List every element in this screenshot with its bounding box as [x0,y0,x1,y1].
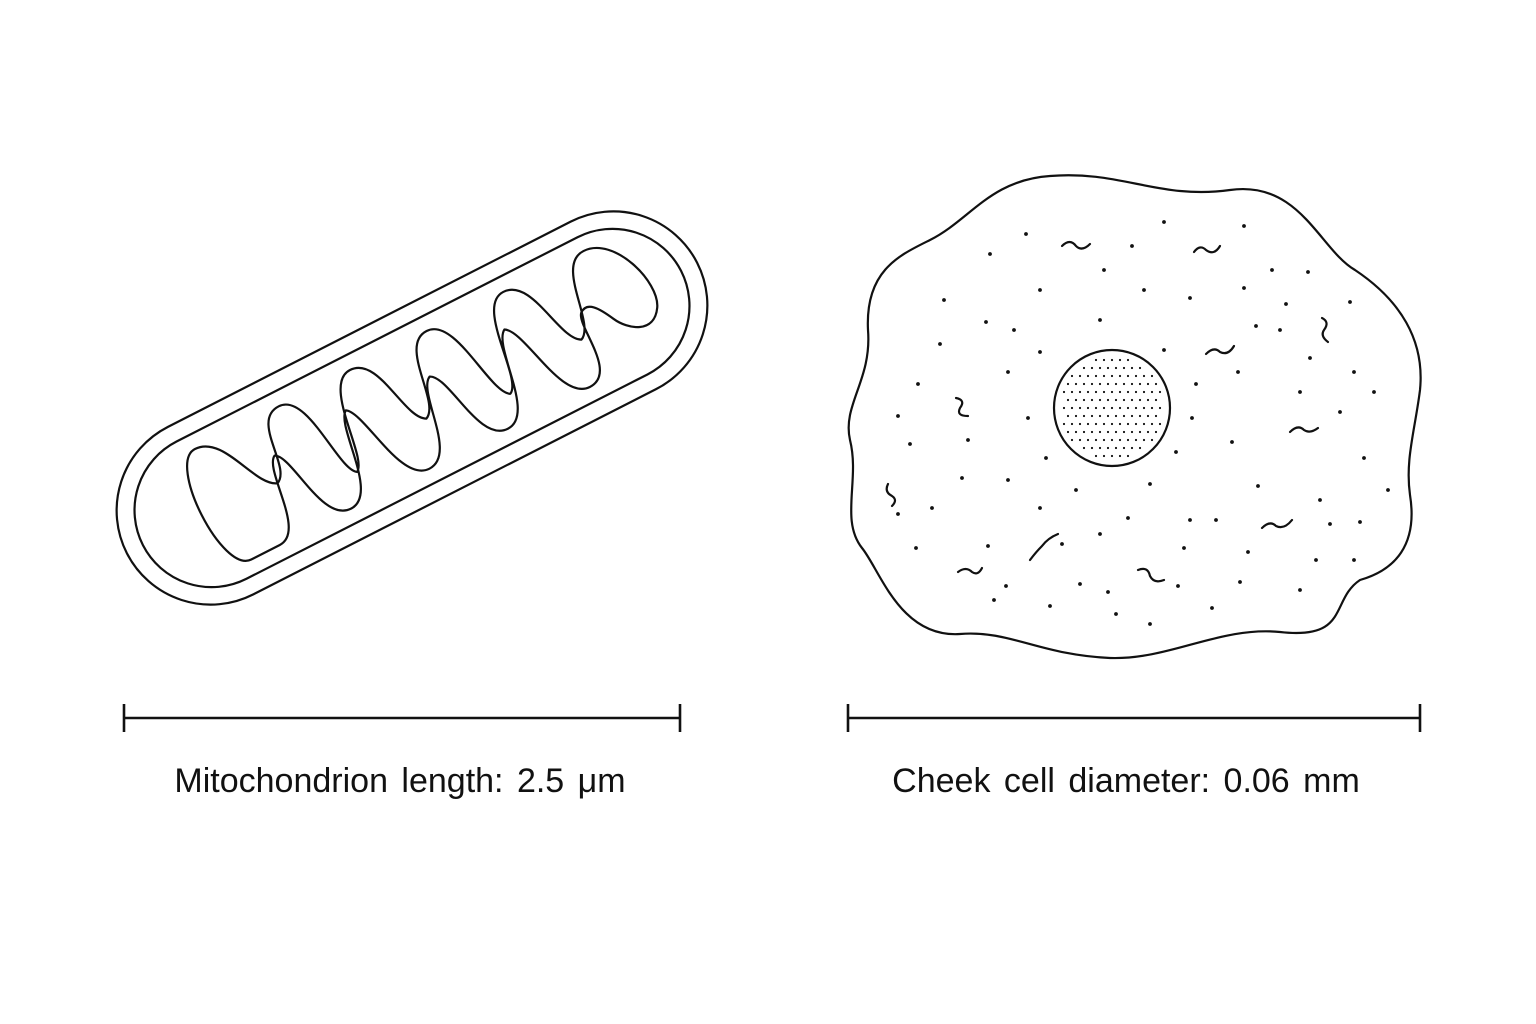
mitochondrion-outer-membrane [115,210,709,606]
mitochondrion-length-caption: Mitochondrion length: 2.5 μm [174,762,626,800]
mitochondrion-cristae [186,247,659,562]
cheek-cell-diameter-caption: Cheek cell diameter: 0.06 mm [892,762,1360,800]
cheek-cell-scale-bar [846,704,1422,732]
mitochondrion-inner-membrane [133,227,691,589]
mitochondrion-illustration [115,210,709,606]
cheek-cell-membrane [847,174,1422,660]
cheek-cell-nucleus [1052,348,1172,468]
mitochondrion-scale-bar [122,704,682,732]
cheek-cell-illustration [847,174,1422,660]
nucleus-chromatin-dots [1062,358,1162,458]
cytoplasm-granules [896,220,1390,626]
cytoplasm-squiggles [885,240,1330,583]
